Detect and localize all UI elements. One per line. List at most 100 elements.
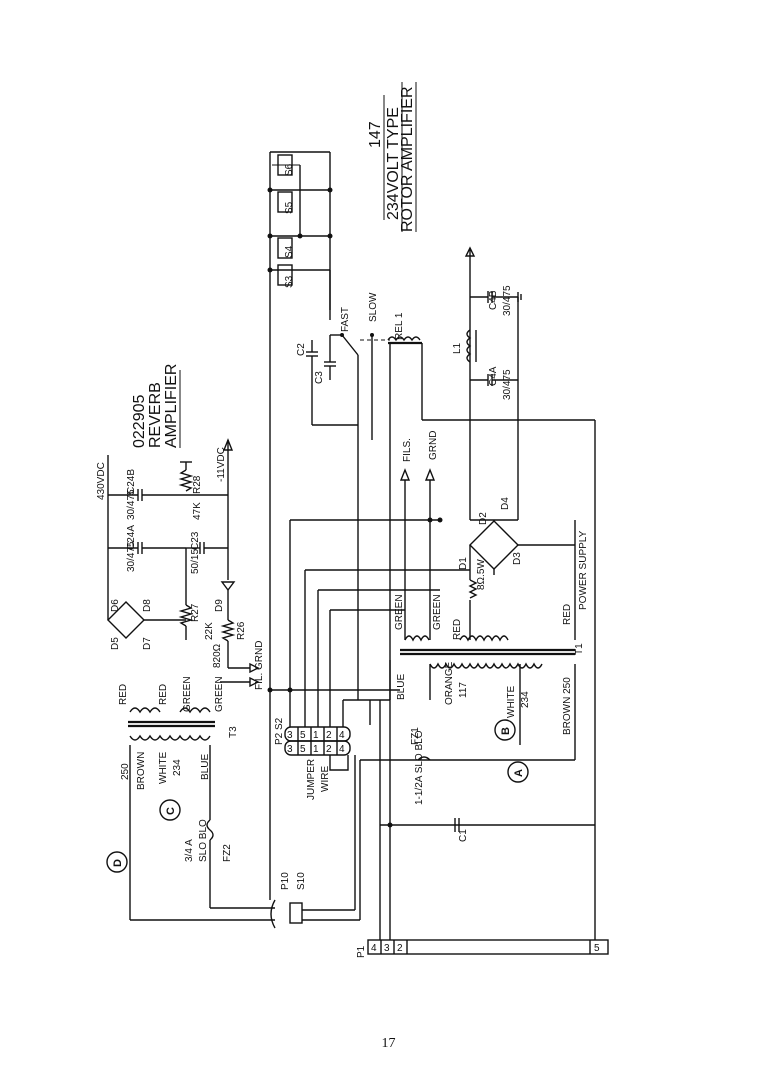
svg-text:3: 3 [287,730,293,741]
svg-text:5: 5 [300,730,306,741]
reverb-amp-title: 022905 REVERB AMPLIFIER [131,364,181,448]
svg-text:FILS.: FILS. [402,438,413,462]
svg-text:R26: R26 [236,621,247,640]
svg-text:2: 2 [397,943,403,954]
svg-text:R27: R27 [190,603,201,622]
svg-text:47K: 47K [192,502,203,520]
svg-text:8Ω.5W: 8Ω.5W [476,559,487,590]
svg-text:30/475: 30/475 [126,489,137,520]
svg-text:FZ2: FZ2 [222,844,233,862]
switch-s6: S6 [272,154,300,176]
svg-text:C: C [165,807,177,815]
svg-text:4: 4 [371,943,377,954]
svg-text:S10: S10 [296,872,307,890]
svg-text:S3: S3 [284,275,295,288]
svg-text:BROWN: BROWN [136,752,147,790]
plug-p10-s10: P10 S10 [270,872,360,929]
svg-text:250: 250 [120,763,131,780]
svg-text:2: 2 [326,744,332,755]
marker-b: B [494,719,516,741]
svg-text:R28: R28 [192,475,203,494]
svg-text:D4: D4 [500,497,511,510]
svg-text:D7: D7 [142,637,153,650]
svg-text:WIRE: WIRE [320,766,331,792]
svg-text:T3: T3 [228,726,239,738]
svg-text:30/475: 30/475 [502,285,513,316]
svg-text:5: 5 [594,943,600,954]
switch-s3: S3 [270,264,330,288]
svg-text:30/475: 30/475 [502,369,513,400]
page-number: 17 [381,1036,396,1051]
svg-text:5: 5 [300,744,306,755]
svg-text:SLOW: SLOW [368,292,379,322]
svg-text:2: 2 [326,730,332,741]
svg-text:A: A [513,769,525,777]
svg-text:234: 234 [520,691,531,708]
svg-text:1-1/2A SLO BLO: 1-1/2A SLO BLO [414,730,425,805]
svg-text:L1: L1 [452,342,463,354]
svg-text:GREEN: GREEN [432,594,443,630]
svg-text:1: 1 [313,744,319,755]
svg-text:POWER SUPPLY: POWER SUPPLY [578,530,589,610]
rotor-title-line2: 234VOLT TYPE [385,107,402,220]
svg-text:GRND: GRND [428,431,439,460]
svg-text:C1: C1 [458,829,469,842]
cap-c3: C3 [314,335,336,384]
svg-text:430VDC: 430VDC [96,462,107,500]
svg-text:C24A: C24A [126,525,137,550]
reverb-title-line3: AMPLIFIER [163,364,180,448]
marker-a: A [507,761,529,783]
svg-text:ORANGE: ORANGE [444,661,455,705]
svg-text:D3: D3 [512,552,523,565]
svg-text:D: D [112,859,124,867]
svg-text:C4B: C4B [488,290,499,310]
reverb-title-line2: REVERB [147,382,164,448]
transformer-t1: T1 BLUE ORANGE 117 WHITE 234 BROWN 250 [389,635,585,760]
reverb-power-supply: 430VDC C24B 30/475 R28 47K -11VDC C24A 3… [96,438,265,712]
svg-text:C3: C3 [314,371,325,384]
svg-text:BROWN 250: BROWN 250 [562,677,573,735]
svg-text:P10: P10 [280,872,291,890]
svg-text:-11VDC: -11VDC [216,447,227,482]
relay-rel1: REL 1 [387,312,595,700]
svg-text:C4A: C4A [488,366,499,386]
svg-text:D5: D5 [110,637,121,650]
reverb-title-line1: 022905 [131,395,148,448]
svg-text:WHITE: WHITE [158,751,169,784]
svg-text:3/4 A: 3/4 A [184,839,195,862]
svg-text:1: 1 [313,730,319,741]
marker-d: D [106,851,128,873]
rotor-switch-bank: S6 S5 S4 S3 [267,151,333,900]
svg-text:C2: C2 [296,343,307,356]
svg-text:GREEN: GREEN [394,594,405,630]
rotor-title-line1: 147 [367,121,384,148]
svg-text:D9: D9 [214,599,225,612]
svg-text:D8: D8 [142,599,153,612]
rotor-title-line3: ROTOR AMPLIFIER [399,86,416,232]
svg-text:RED: RED [118,684,129,705]
svg-text:B: B [500,727,512,735]
svg-text:C24B: C24B [126,469,137,494]
bridge-rectifier-main: D1 D2 D3 D4 [458,497,523,570]
svg-text:D2: D2 [478,512,489,525]
svg-text:FZ1: FZ1 [410,727,421,745]
fast-slow-switch: FAST SLOW C2 C3 [296,292,390,700]
marker-c: C [159,799,181,821]
svg-text:4: 4 [339,744,345,755]
svg-text:FAST: FAST [340,307,351,332]
mains-input: FZ1 1-1/2A SLO BLO C1 [360,420,596,940]
power-supply-filter: C4B 30/475 L1 C4A 30/475 D1 D2 D3 D4 8Ω.… [452,246,589,640]
connector-p2-s2: 3 5 1 2 4 3 5 1 2 4 P2 S2 JUMPER WIRE [267,520,470,920]
fils-grnd-taps: FILS. GRND GREEN GREEN [290,431,443,640]
svg-text:3: 3 [384,943,390,954]
svg-text:820Ω: 820Ω [212,643,223,668]
svg-text:S5: S5 [284,201,295,214]
cap-c2: C2 [296,340,318,425]
svg-text:BLUE: BLUE [200,754,211,780]
svg-text:D6: D6 [110,599,121,612]
svg-text:4: 4 [339,730,345,741]
svg-text:22K: 22K [204,622,215,640]
svg-text:RED: RED [562,604,573,625]
fuse-fz2: 3/4 A SLO BLO FZ2 [184,819,275,909]
